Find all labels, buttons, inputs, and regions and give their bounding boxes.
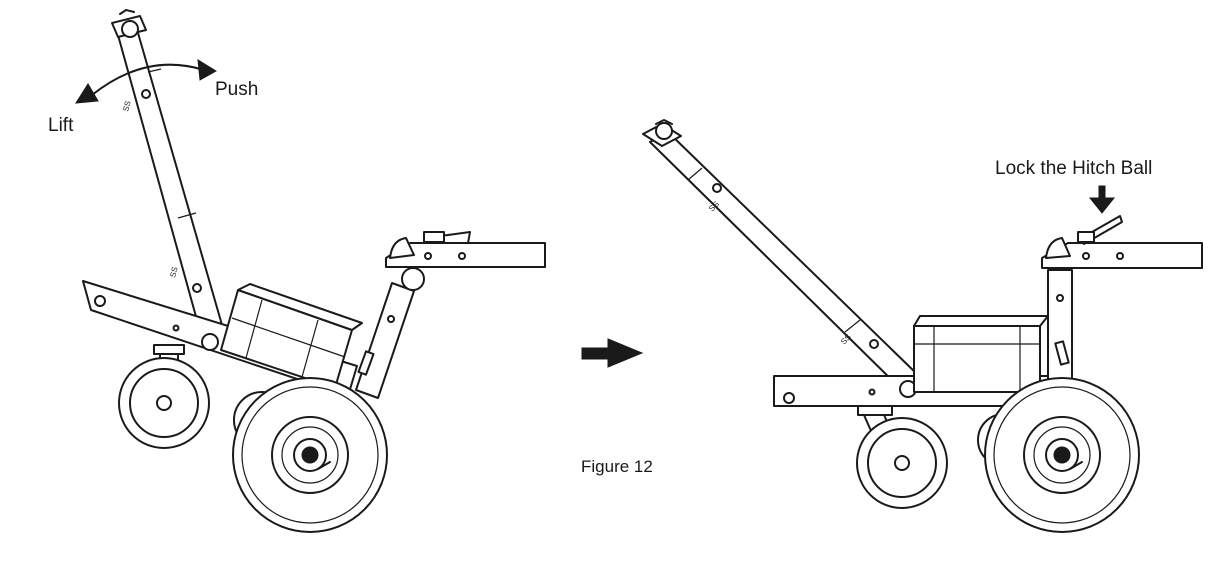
down-arrow-icon: [1088, 185, 1116, 214]
figure-caption: Figure 12: [581, 457, 653, 476]
right-battery-box: [913, 315, 1049, 393]
lift-label: Lift: [48, 115, 74, 136]
left-caster-wheel: [118, 344, 210, 449]
right-caster-wheel: [856, 405, 948, 509]
right-hitch-post: [1047, 269, 1073, 397]
left-battery-box: [220, 283, 363, 389]
right-arrow-icon: [581, 338, 644, 368]
right-handle: SS SS: [642, 119, 919, 389]
svg-text:SS: SS: [121, 100, 132, 113]
right-dolly-level: SS SS: [642, 119, 1203, 533]
left-dolly-tilted: SS SS: [48, 9, 546, 533]
left-trailer-coupler: [385, 231, 546, 268]
curved-double-arrow-icon: [75, 59, 217, 104]
right-main-wheel: [984, 377, 1140, 533]
push-label: Push: [215, 79, 258, 100]
lock-hitch-ball-label: Lock the Hitch Ball: [995, 158, 1152, 179]
svg-text:SS: SS: [168, 266, 179, 279]
left-main-wheel: [232, 377, 388, 533]
left-handle: SS SS: [111, 9, 223, 332]
right-trailer-coupler: [1041, 215, 1203, 269]
left-hitch-post: [355, 267, 425, 399]
